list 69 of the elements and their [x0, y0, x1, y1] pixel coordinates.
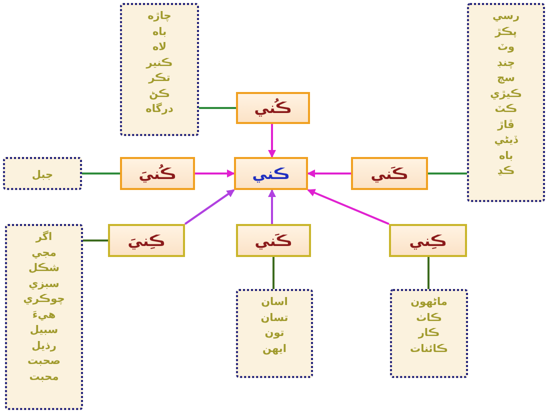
- list-word: چاڙه: [148, 9, 172, 24]
- list-word: سبيل: [30, 323, 58, 338]
- list-word: سڄ: [497, 71, 515, 86]
- list-word: صحبت: [27, 354, 61, 369]
- list-word: تون: [264, 326, 284, 341]
- word-list-panel: [120, 3, 199, 136]
- list-word: ڪڻ: [149, 86, 170, 102]
- list-word: جبل: [32, 168, 54, 183]
- word-form-text: ڪِني: [409, 232, 447, 250]
- list-word: شڪل: [28, 261, 60, 276]
- word-form-text: ڪُني: [254, 99, 292, 117]
- list-word: ڏيڻي: [494, 133, 518, 148]
- word-list-panel: [5, 224, 83, 410]
- word-form-text: ڪِنيَ: [128, 232, 166, 250]
- list-word: ايهن: [262, 342, 286, 357]
- word-form-text: ڪَني: [370, 164, 408, 182]
- word-list-panel: [467, 3, 545, 202]
- list-word: لاه: [152, 40, 167, 55]
- list-word: ڪاٺ: [416, 310, 442, 326]
- list-word: تسان: [260, 310, 288, 326]
- list-word: اگر: [36, 230, 52, 245]
- connector-line: [428, 257, 430, 289]
- list-word: ماڻهون: [410, 295, 448, 310]
- list-word: باه: [498, 148, 514, 164]
- word-list-panel: [390, 289, 468, 378]
- arrow: [307, 189, 390, 225]
- list-word: ڪنير: [146, 56, 173, 70]
- connector-line: [199, 107, 236, 109]
- word-form-box: [351, 157, 428, 190]
- connector-line: [82, 172, 120, 174]
- word-form-box: [120, 157, 195, 190]
- list-word: چنڊ: [497, 56, 515, 71]
- list-word: هيءَ: [32, 308, 56, 323]
- word-form-text: ڪَني: [254, 232, 292, 250]
- word-form-text: ڪُنيَ: [138, 164, 176, 182]
- list-word: ڪڍ: [497, 164, 515, 179]
- list-word: پڪڙ: [495, 24, 517, 40]
- arrow: [184, 189, 235, 225]
- arrow: [268, 124, 276, 158]
- arrow: [195, 170, 235, 178]
- list-word: درگاه: [146, 102, 174, 117]
- list-word: ڦاڙ: [498, 118, 514, 132]
- list-word: تڪر: [148, 71, 170, 86]
- list-word: وٽ: [497, 40, 515, 55]
- word-form-box: [236, 92, 310, 124]
- list-word: ڪٽ: [494, 102, 518, 117]
- arrow: [268, 189, 276, 224]
- connector-line: [428, 172, 467, 174]
- word-list-panel: [3, 157, 82, 190]
- list-word: ڪائنات: [410, 342, 448, 356]
- list-word: سبزي: [28, 276, 60, 292]
- list-word: ڪيڙي: [490, 86, 522, 102]
- arrow: [307, 170, 351, 178]
- word-list-panel: [236, 289, 313, 378]
- root-word-box: [234, 157, 308, 190]
- list-word: مجي: [32, 246, 56, 261]
- list-word: رسي: [492, 9, 520, 24]
- list-word: اسان: [261, 295, 288, 310]
- list-word: محبت: [29, 370, 59, 384]
- list-word: باه: [152, 24, 167, 40]
- word-form-text: ڪني: [252, 164, 290, 182]
- word-form-box: [108, 224, 185, 257]
- list-word: رذيل: [32, 338, 56, 354]
- list-word: ڪار: [418, 326, 440, 341]
- list-word: چوڪري: [23, 292, 65, 307]
- connector-line: [83, 240, 108, 242]
- word-form-box: [236, 224, 311, 257]
- word-form-box: [389, 224, 467, 257]
- connector-line: [272, 257, 274, 289]
